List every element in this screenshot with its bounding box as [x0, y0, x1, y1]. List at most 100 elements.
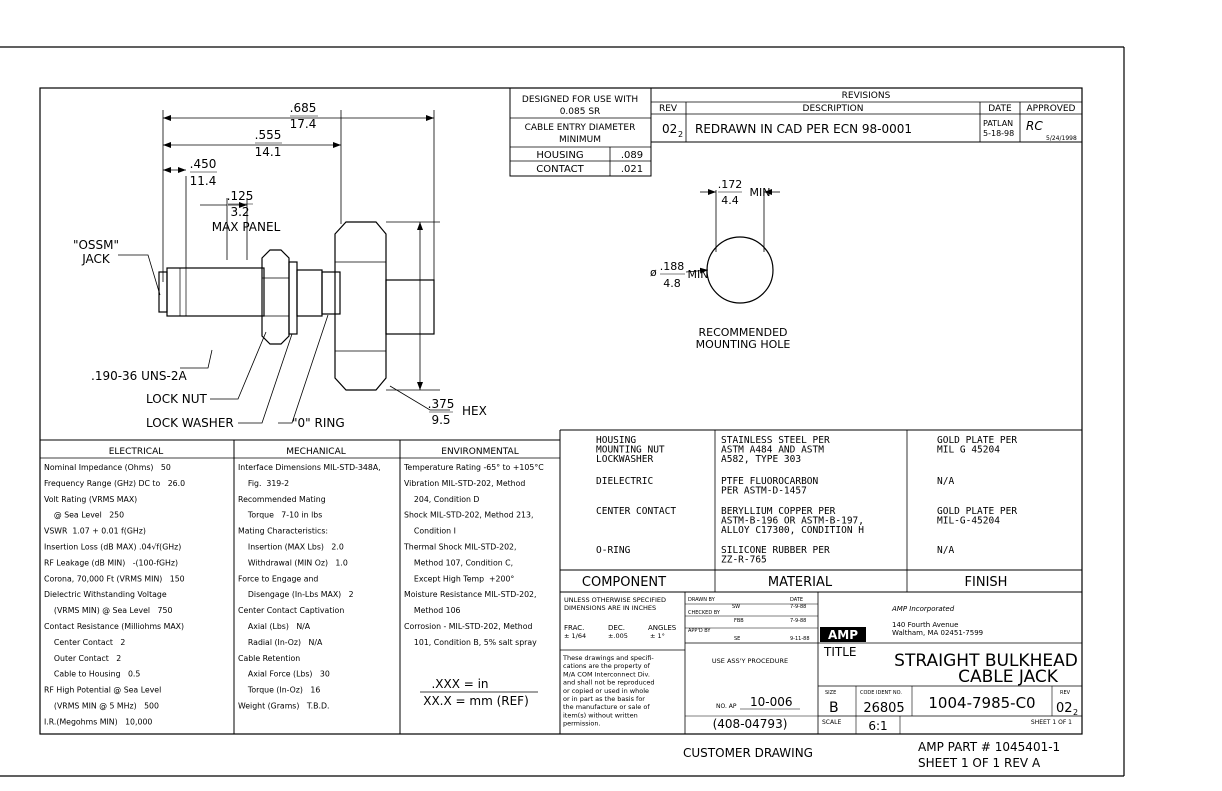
material-cell-finish: GOLD PLATE PER [937, 506, 1017, 517]
material-cell-component: CENTER CONTACT [596, 506, 676, 517]
checked-by-initials: FBB [734, 618, 744, 624]
finish-header: FINISH [965, 575, 1008, 590]
environmental-title: ENVIRONMENTAL [441, 447, 518, 457]
material-cell-component: LOCKWASHER [596, 454, 653, 465]
disclaimer-text: These drawings and specifi-cations are t… [562, 654, 654, 728]
rev-label: REV [1060, 690, 1071, 696]
cable-spec-box: DESIGNED FOR USE WITH 0.085 SR CABLE ENT… [509, 87, 652, 177]
electrical-row: (VRMS MIN) @ Sea Level 750 [44, 606, 172, 615]
hole-dia-mm: 4.8 [663, 277, 681, 290]
dim-thread-in: .450 [190, 157, 217, 171]
disclaimer-line: the manufacture or sale of [563, 703, 650, 711]
material-cell-component: O-RING [596, 545, 631, 556]
environmental-row: Vibration MIL-STD-202, Method [404, 479, 525, 488]
date-header: DATE [988, 104, 1012, 114]
scale-value: 6:1 [868, 719, 887, 733]
contact-label: CONTACT [536, 164, 584, 175]
ang-header: ANGLES [648, 624, 677, 632]
title-label: TITLE [823, 645, 856, 659]
electrical-row: Contact Resistance (Milliohms MAX) [44, 622, 184, 631]
approved-date: 5/24/1998 [1046, 135, 1077, 142]
material-cell-material: A582, TYPE 303 [721, 454, 801, 465]
appd-date: 9-11-88 [790, 636, 810, 642]
rev-block-value: 02 [1056, 701, 1073, 716]
mechanical-row: Force to Engage and [238, 574, 318, 583]
hole-caption-1: RECOMMENDED [699, 326, 788, 339]
lock-washer-label: LOCK WASHER [146, 416, 234, 430]
rev-description: REDRAWN IN CAD PER ECN 98-0001 [695, 122, 912, 136]
rev-value: 02 [662, 122, 677, 136]
electrical-row: Volt Rating (VRMS MAX) [44, 495, 137, 504]
disclaimer-line: These drawings and specifi- [562, 654, 654, 662]
electrical-row: Corona, 70,000 Ft (VRMS MIN) 150 [44, 574, 185, 583]
dec-value: ±.005 [608, 632, 628, 640]
environmental-row: Temperature Rating -65° to +105°C [403, 463, 544, 472]
mechanical-row: Interface Dimensions MIL-STD-348A, [238, 463, 381, 472]
code-label: CODE IDENT NO. [860, 690, 902, 696]
max-panel-label: MAX PANEL [212, 220, 281, 234]
frac-header: FRAC. [564, 624, 584, 632]
scale-label: SCALE [822, 719, 841, 726]
disclaimer-line: cations are the property of [563, 662, 651, 670]
dim-hex-in: .375 [428, 397, 455, 411]
title-block: UNLESS OTHERWISE SPECIFIED DIMENSIONS AR… [560, 592, 1082, 734]
mechanical-row: Withdrawal (MIN Oz) 1.0 [238, 558, 348, 567]
material-cell-material: ASTM A484 AND ASTM [721, 445, 824, 456]
use-assy-label: USE ASS'Y PROCEDURE [712, 657, 788, 665]
amp-logo-text: AMP [828, 628, 858, 642]
disclaimer-line: M/A COM Interconnect Div. [563, 670, 650, 678]
drawn-date: 7-9-88 [790, 604, 806, 610]
environmental-row: Moisture Resistance MIL-STD-202, [404, 590, 536, 599]
drawn-by-label: DRAWN BY [688, 597, 716, 603]
rev-subscript: 2 [678, 130, 683, 139]
customer-drawing-label: CUSTOMER DRAWING [683, 746, 813, 760]
frac-value: ± 1/64 [564, 632, 586, 640]
mechanical-row: Torque (In-Oz) 16 [238, 686, 320, 695]
mechanical-row: Mating Characteristics: [238, 527, 328, 536]
size-value: B [829, 700, 839, 716]
sheet-block: SHEET 1 OF 1 [1031, 719, 1072, 726]
material-cell-material: ALLOY C17300, CONDITION H [721, 525, 864, 536]
housing-value: .089 [621, 150, 643, 161]
component-header: COMPONENT [582, 575, 666, 590]
material-cell-material: ASTM-B-196 OR ASTM-B-197, [721, 516, 864, 527]
desc-header: DESCRIPTION [803, 104, 864, 114]
disclaimer-line: and shall not be reproduced [563, 679, 654, 687]
electrical-row: Center Contact 2 [44, 638, 125, 647]
checked-by-label: CHECKED BY [688, 610, 721, 616]
hole-dia-in: .188 [660, 260, 685, 273]
ang-value: ± 1° [650, 632, 665, 640]
entry-line-2: MINIMUM [559, 135, 601, 145]
material-cell-finish: N/A [937, 476, 954, 487]
electrical-title: ELECTRICAL [109, 447, 164, 457]
notes-line-2: DIMENSIONS ARE IN INCHES [564, 604, 656, 612]
revisions-table: REVISIONS REV DESCRIPTION DATE APPROVED … [650, 87, 1083, 143]
footer-sheet: SHEET 1 OF 1 REV A [918, 756, 1041, 770]
electrical-row: Nominal Impedance (Ohms) 50 [44, 463, 171, 472]
electrical-row: Dielectric Withstanding Voltage [44, 590, 167, 599]
electrical-row: VSWR 1.07 + 0.01 f(GHz) [44, 527, 146, 536]
material-cell-finish: MIL-G-45204 [937, 516, 1000, 527]
checked-date: 7-9-88 [790, 618, 806, 624]
disclaimer-line: permission. [563, 720, 601, 728]
entry-line-1: CABLE ENTRY DIAMETER [525, 123, 636, 133]
notes-line-1: UNLESS OTHERWISE SPECIFIED [564, 596, 666, 604]
environmental-row: 101, Condition B, 5% salt spray [404, 638, 537, 647]
material-cell-material: ZZ-R-765 [721, 555, 767, 566]
code-value: 26805 [863, 701, 904, 716]
o-ring-label: "0" RING [292, 416, 345, 430]
disclaimer-line: or in part as the basis for [563, 695, 645, 703]
lock-nut-label: LOCK NUT [146, 392, 208, 406]
drawing-title-2: CABLE JACK [958, 667, 1059, 687]
tolerance-line-2: XX.X = mm (REF) [423, 694, 529, 708]
thread-label: .190-36 UNS-2A [91, 369, 187, 383]
dim-overall-mm: 17.4 [290, 117, 317, 131]
environmental-row: Method 106 [404, 606, 461, 615]
no-label: NO. AP [716, 703, 737, 710]
designed-line-2: 0.085 SR [560, 107, 601, 117]
dim-hex-mm: 9.5 [431, 413, 450, 427]
spec-columns: ELECTRICAL MECHANICAL ENVIRONMENTAL Nomi… [40, 439, 560, 734]
